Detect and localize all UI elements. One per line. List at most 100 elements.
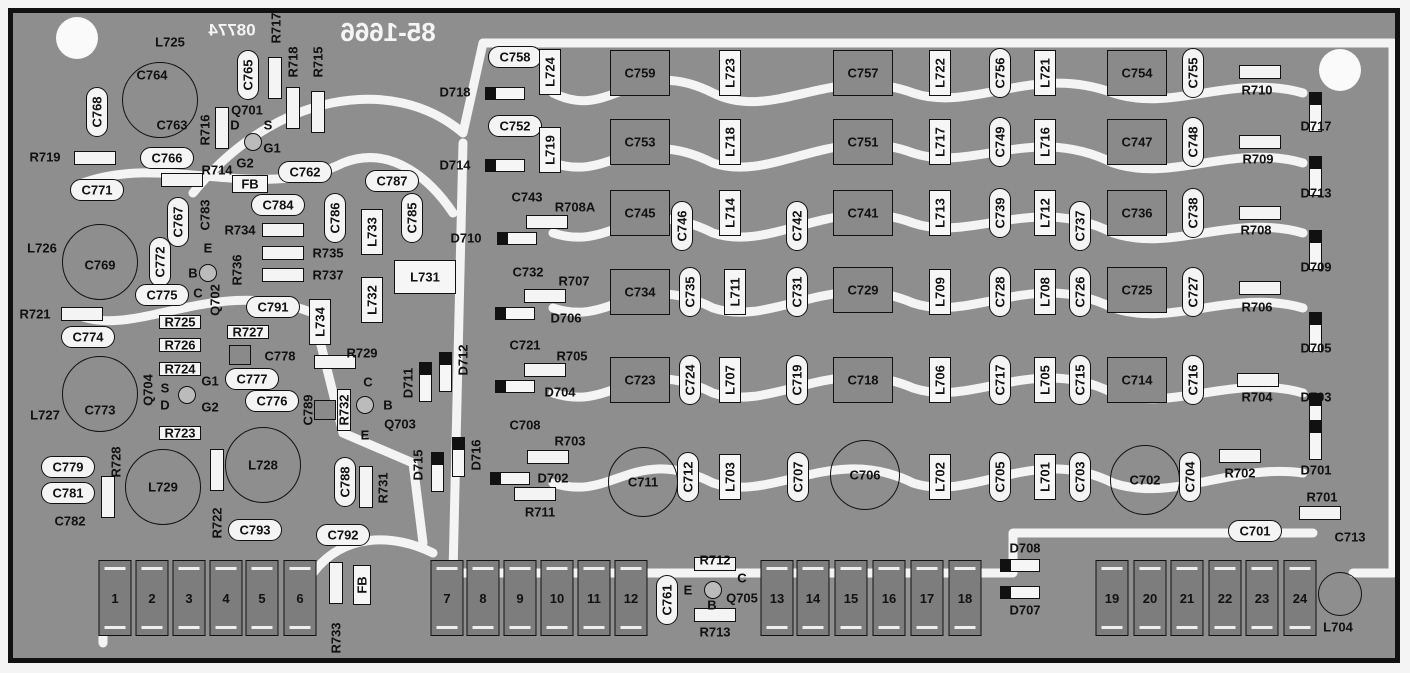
connector-pad-20[interactable]: 20 xyxy=(1133,560,1167,636)
transistor-q703 xyxy=(356,396,374,414)
connector-pad-17[interactable]: 17 xyxy=(910,560,944,636)
pad-number: 15 xyxy=(843,591,859,606)
connector-pad-18[interactable]: 18 xyxy=(948,560,982,636)
connector-pad-11[interactable]: 11 xyxy=(577,560,611,636)
resistor-r731 xyxy=(359,466,373,508)
capacitor-c781 xyxy=(41,482,95,504)
resistor-r714 xyxy=(161,173,203,187)
component-c721-label: C721 xyxy=(509,337,541,353)
component-c759-label: C759 xyxy=(624,65,656,81)
cathode-band xyxy=(496,307,506,319)
component-c731-label: C731 xyxy=(789,276,805,308)
component-c738-label: C738 xyxy=(1185,197,1201,229)
component-l719-label: L719 xyxy=(542,135,558,165)
capacitor-c762 xyxy=(278,161,332,183)
capacitor-c777 xyxy=(225,368,279,390)
component-c751-label: C751 xyxy=(847,134,879,150)
diode-d708 xyxy=(1000,558,1040,572)
pad-number: 23 xyxy=(1254,591,1270,606)
capacitor-c725 xyxy=(1107,267,1167,313)
component-c788-label: C788 xyxy=(337,466,353,498)
connector-pad-5[interactable]: 5 xyxy=(245,560,279,636)
connector-pad-22[interactable]: 22 xyxy=(1208,560,1242,636)
capacitor-c766 xyxy=(140,147,194,169)
cathode-band xyxy=(491,472,501,484)
component-c706-label: C706 xyxy=(849,467,881,483)
connector-pad-3[interactable]: 3 xyxy=(172,560,206,636)
inductor-l704 xyxy=(1318,572,1362,616)
component-r735-label: R735 xyxy=(312,245,344,261)
capacitor-c717 xyxy=(989,355,1011,405)
connector-pad-12[interactable]: 12 xyxy=(614,560,648,636)
capacitor-c706 xyxy=(830,440,900,510)
connector-pad-13[interactable]: 13 xyxy=(760,560,794,636)
component-c768-label: C768 xyxy=(89,96,105,128)
component-c787-label: C787 xyxy=(376,173,408,189)
transistor-label: Q701 xyxy=(231,102,263,118)
connector-pad-7[interactable]: 7 xyxy=(430,560,464,636)
connector-pad-6[interactable]: 6 xyxy=(283,560,317,636)
connector-pad-14[interactable]: 14 xyxy=(796,560,830,636)
component-c729-label: C729 xyxy=(847,282,879,298)
pin-label: C xyxy=(363,374,373,390)
component-c781-label: C781 xyxy=(52,485,84,501)
capacitor-c707 xyxy=(787,452,809,502)
capacitor-c774 xyxy=(61,326,115,348)
capacitor-c793 xyxy=(228,519,282,541)
pin-label: C xyxy=(193,285,203,301)
capacitor-c745 xyxy=(610,190,670,236)
date-code-marking: 08774 xyxy=(208,20,256,40)
pad-number: 10 xyxy=(549,591,565,606)
component-r711-label: R711 xyxy=(524,504,556,520)
component-c723-label: C723 xyxy=(624,372,656,388)
capacitor-c716 xyxy=(1182,355,1204,405)
connector-pad-19[interactable]: 19 xyxy=(1095,560,1129,636)
component-c763-label: C763 xyxy=(156,117,188,133)
component-l718-label: L718 xyxy=(722,127,738,157)
connector-pad-21[interactable]: 21 xyxy=(1170,560,1204,636)
inductor-l734 xyxy=(309,299,331,345)
connector-pad-24[interactable]: 24 xyxy=(1283,560,1317,636)
component-l706-label: L706 xyxy=(932,365,948,395)
inductor-l723 xyxy=(719,50,741,96)
resistor-r732 xyxy=(337,389,351,431)
capacitor-c786 xyxy=(324,193,346,243)
connector-pad-16[interactable]: 16 xyxy=(872,560,906,636)
pad-number: 1 xyxy=(111,591,119,606)
transistor-q705 xyxy=(704,581,722,599)
connector-pad-2[interactable]: 2 xyxy=(135,560,169,636)
pad-number: 20 xyxy=(1142,591,1158,606)
capacitor-c789 xyxy=(314,400,336,420)
resistor-r702 xyxy=(1219,449,1261,463)
connector-pad-10[interactable]: 10 xyxy=(540,560,574,636)
resistor-r706 xyxy=(1239,281,1281,295)
inductor-l721 xyxy=(1034,50,1056,96)
resistor-r735 xyxy=(262,246,304,260)
diode-d712 xyxy=(438,352,452,392)
connector-pad-9[interactable]: 9 xyxy=(503,560,537,636)
component-c786-label: C786 xyxy=(327,202,343,234)
capacitor-c779 xyxy=(41,456,95,478)
component-c753-label: C753 xyxy=(624,134,656,150)
component-r708-label: R708 xyxy=(1240,222,1272,238)
component-l725-label: L725 xyxy=(155,34,185,50)
connector-pad-4[interactable]: 4 xyxy=(209,560,243,636)
component-c779-label: C779 xyxy=(52,459,84,475)
resistor-r711 xyxy=(514,487,556,501)
connector-pad-8[interactable]: 8 xyxy=(466,560,500,636)
component-l734-label: L734 xyxy=(312,307,328,337)
connector-pad-23[interactable]: 23 xyxy=(1245,560,1279,636)
connector-pad-1[interactable]: 1 xyxy=(98,560,132,636)
component-c762-label: C762 xyxy=(289,164,321,180)
ferrite-bead-label: FB xyxy=(241,176,259,192)
component-l727-label: L727 xyxy=(30,407,60,423)
component-c752-label: C752 xyxy=(499,118,531,134)
resistor-r725 xyxy=(159,315,201,329)
pad-number: 2 xyxy=(148,591,156,606)
connector-pad-15[interactable]: 15 xyxy=(834,560,868,636)
cathode-band xyxy=(452,438,464,450)
component-l713-label: L713 xyxy=(932,198,948,228)
component-r725-label: R725 xyxy=(164,314,196,330)
pin-label: G1 xyxy=(201,373,219,389)
component-d710-label: D710 xyxy=(450,230,482,246)
